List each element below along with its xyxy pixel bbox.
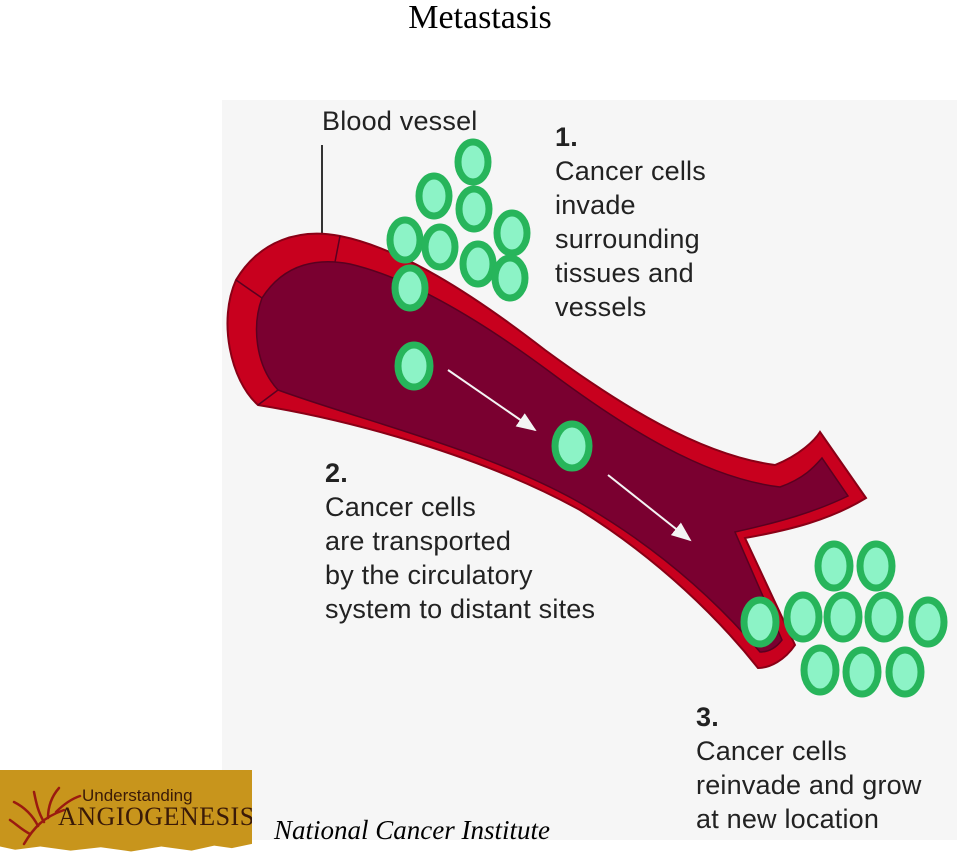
step-1-line: vessels	[555, 292, 647, 322]
step-1-line: invade	[555, 190, 636, 220]
cancer-cell	[415, 172, 453, 220]
cancer-cell	[421, 223, 459, 271]
cancer-cell	[740, 596, 780, 648]
cancer-cell	[783, 591, 823, 643]
cancer-cell	[856, 540, 896, 592]
step-1-number: 1.	[555, 122, 578, 152]
cancer-cell	[842, 646, 882, 698]
step-2-number: 2.	[325, 458, 348, 488]
credit-text: National Cancer Institute	[274, 815, 550, 845]
step-2-line: by the circulatory	[325, 560, 533, 590]
step-1-line: tissues and	[555, 258, 694, 288]
cancer-cell	[814, 540, 854, 592]
cancer-cell	[391, 264, 429, 312]
step-3-line: at new location	[696, 804, 880, 834]
step-3-text: 3. Cancer cells reinvade and grow at new…	[696, 700, 922, 836]
cancer-cell	[908, 596, 948, 648]
step-2-line: Cancer cells	[325, 492, 476, 522]
flow-arrow-2	[607, 474, 692, 542]
step-2-text: 2. Cancer cells are transported by the c…	[325, 456, 595, 626]
cancer-cell	[493, 209, 531, 257]
step-1-line: surrounding	[555, 224, 700, 254]
step-3-line: reinvade and grow	[696, 770, 922, 800]
cancer-cell	[459, 240, 497, 288]
step-2-line: are transported	[325, 526, 512, 556]
diagram-title: Metastasis	[408, 0, 552, 36]
step-3-line: Cancer cells	[696, 736, 847, 766]
step-1-line: Cancer cells	[555, 156, 706, 186]
angiogenesis-logo: Understanding ANGIOGENESIS	[0, 770, 255, 852]
blood-vessel-tree-icon	[8, 786, 82, 846]
blood-vessel-label: Blood vessel	[322, 106, 478, 136]
cancer-cell	[864, 591, 904, 643]
cancer-cell	[455, 185, 493, 233]
logo-line-1: Understanding	[82, 786, 193, 805]
step-1-text: 1. Cancer cells invade surrounding tissu…	[555, 120, 706, 324]
cancer-cell	[551, 420, 593, 472]
cancer-cell	[386, 216, 424, 264]
cancer-cell	[823, 591, 863, 643]
cancer-cell	[491, 254, 529, 302]
cancer-cell	[885, 646, 925, 698]
cancer-cell	[800, 644, 840, 696]
flow-arrow-1	[447, 369, 537, 432]
step-2-line: system to distant sites	[325, 594, 596, 624]
step-3-number: 3.	[696, 702, 719, 732]
logo-line-2: ANGIOGENESIS	[58, 802, 255, 831]
cancer-cell	[394, 341, 434, 391]
cancer-cell	[454, 138, 492, 186]
